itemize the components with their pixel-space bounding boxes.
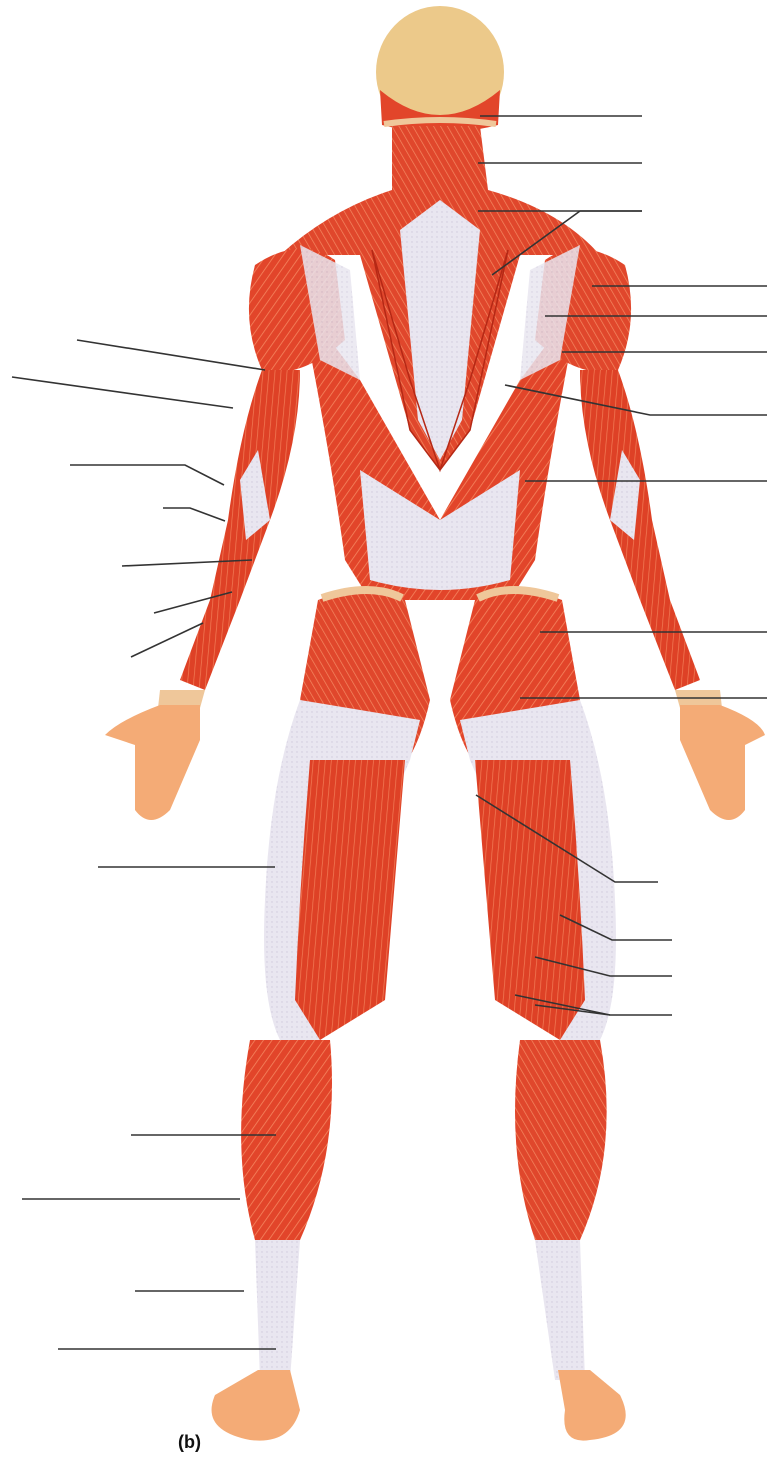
right-arm: [580, 370, 722, 708]
head: [376, 6, 504, 138]
hands: [105, 705, 765, 820]
left-arm: [158, 370, 300, 708]
thighs: [264, 700, 616, 1040]
feet: [212, 1370, 626, 1441]
panel-label: (b): [178, 1432, 201, 1453]
calves: [241, 1040, 607, 1380]
